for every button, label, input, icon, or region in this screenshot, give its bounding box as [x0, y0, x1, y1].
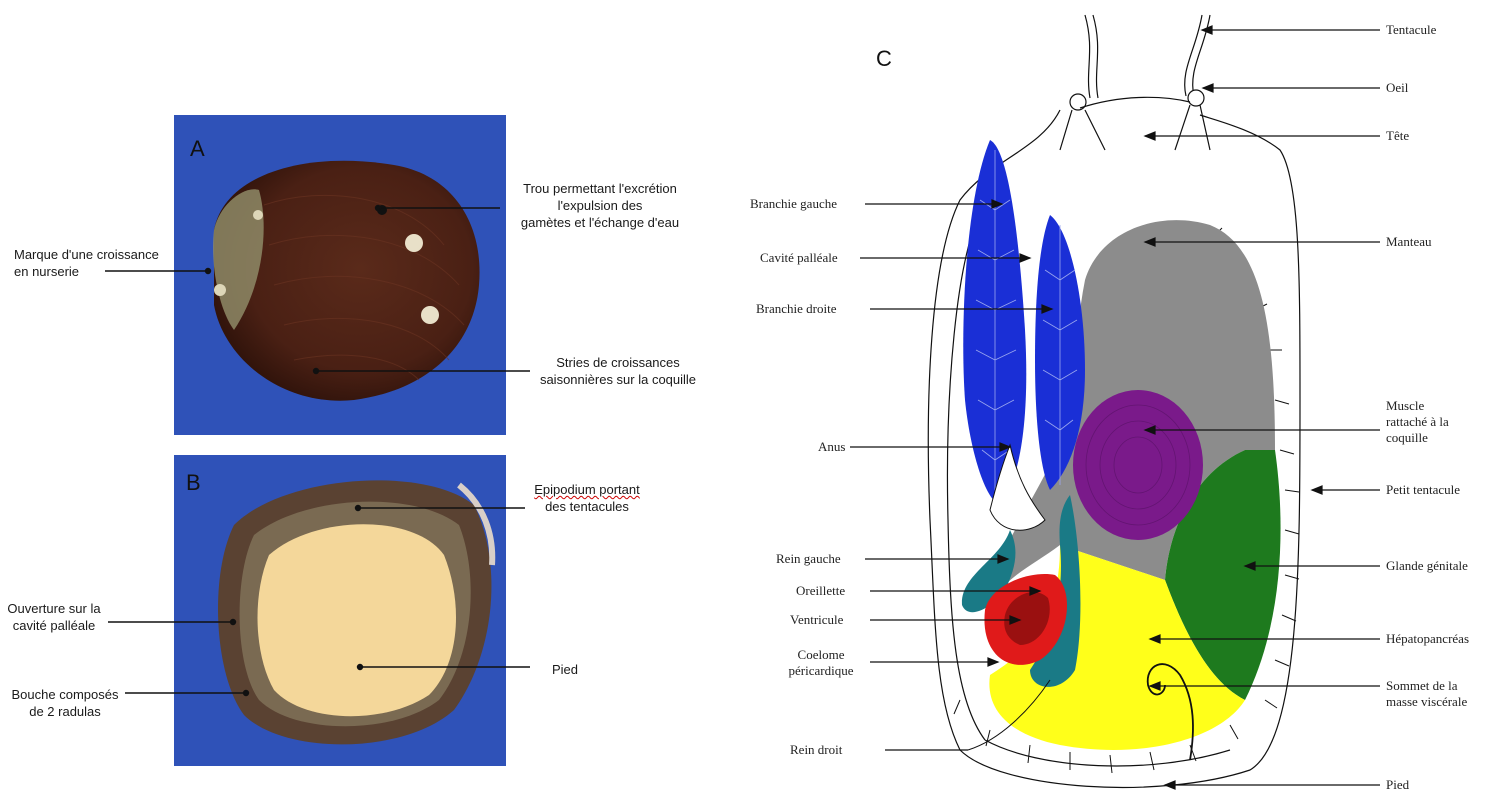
label-muscle: Muscle rattaché à la coquille [1386, 398, 1449, 446]
label-tentacule: Tentacule [1386, 22, 1436, 38]
label-petit-tentacule: Petit tentacule [1386, 482, 1460, 498]
label-sommet: Sommet de la masse viscérale [1386, 678, 1467, 710]
eye-left [1070, 94, 1086, 110]
label-manteau: Manteau [1386, 234, 1431, 250]
tentacle-left [1085, 15, 1098, 98]
label-branchie-droite: Branchie droite [756, 301, 837, 317]
label-oeil: Oeil [1386, 80, 1408, 96]
muscle [1073, 390, 1203, 540]
label-tete: Tête [1386, 128, 1409, 144]
label-oreillette: Oreillette [796, 583, 845, 599]
label-cavite-palleale: Cavité palléale [760, 250, 838, 266]
label-glande-genitale: Glande génitale [1386, 558, 1468, 574]
label-rein-gauche: Rein gauche [776, 551, 841, 567]
label-ventricule: Ventricule [790, 612, 843, 628]
label-rein-droit: Rein droit [790, 742, 842, 758]
label-pied: Pied [1386, 777, 1409, 793]
label-anus: Anus [818, 439, 845, 455]
label-coelome: Coelome péricardique [776, 647, 866, 679]
label-hepatopancreas: Hépatopancréas [1386, 631, 1469, 647]
tentacle-right [1185, 15, 1210, 96]
eye-right [1188, 90, 1204, 106]
label-branchie-gauche: Branchie gauche [750, 196, 837, 212]
